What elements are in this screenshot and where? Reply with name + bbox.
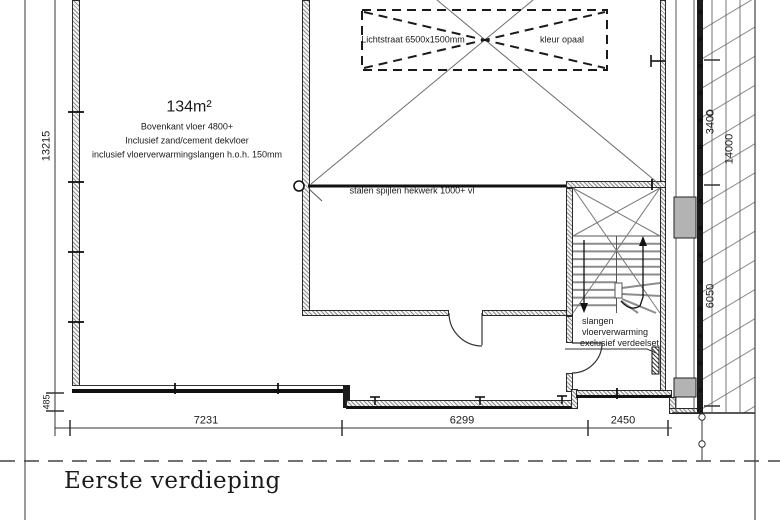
dim-left-step: 485 (41, 394, 52, 410)
wall-joint-ticks (68, 111, 653, 399)
room-area-label: 134m² (166, 98, 212, 116)
boundary-markers (698, 109, 714, 460)
room-note-2: Inclusief zand/cement dekvloer (125, 135, 249, 146)
grey-block-lower (673, 377, 697, 398)
wall-stairwell-top (566, 181, 666, 188)
heating-note-line1: slangen (582, 316, 614, 326)
void-cross-lines (310, 0, 660, 185)
dimension-lines (24, 0, 756, 520)
dim-right-bottom: 6050 (704, 283, 717, 309)
dim-right-overall: 14000 (723, 133, 736, 165)
railing-label: stalen spijlen hekwerk 1000+ vl (349, 185, 475, 196)
door-understair (571, 342, 603, 374)
heating-note-line3: exclusief verdeelset (580, 338, 660, 348)
dim-bottom-right: 2450 (610, 414, 636, 427)
wall-neighbour (697, 0, 703, 413)
railing-column (293, 180, 305, 192)
dim-bottom-middle: 6299 (449, 414, 475, 427)
manifold-leader-line (565, 348, 657, 354)
column-marks (370, 55, 665, 405)
manifold-verdeelset (651, 346, 660, 375)
staircase (572, 187, 661, 314)
skylight-label: Lichtstraat 6500x1500mm (361, 34, 465, 45)
wall-bottom-step1 (343, 385, 350, 408)
stair-void-cross (572, 187, 661, 314)
wall-bottom-step2 (571, 389, 578, 409)
dim-bottom-left: 7231 (193, 414, 219, 427)
boundary-dots (698, 9, 703, 393)
skylight-color-note: kleur opaal (539, 34, 585, 45)
sheet-title: Eerste verdieping (64, 468, 281, 494)
wall-stairwell-left (566, 188, 573, 316)
wall-bottom-left (72, 385, 346, 393)
dim-left-height: 13215 (40, 130, 53, 162)
wall-stairwell-left-stub-upper (566, 316, 573, 343)
wall-stairwell-left-stub-lower (566, 373, 573, 392)
grey-block-upper (673, 196, 697, 239)
room-note-3: inclusief vloerverwarmingslangen h.o.h. … (91, 149, 283, 160)
door-corridor (448, 312, 483, 347)
room-note-1: Bovenkant vloer 4800+ (140, 121, 234, 132)
stair-newel (614, 282, 623, 299)
stair-direction-arrows (583, 240, 644, 309)
skylight-outline (361, 9, 608, 71)
dim-right-top: 3400 (704, 109, 717, 135)
railing-end-brace (308, 188, 323, 202)
heating-note-line2: vloerverwarming (582, 327, 649, 337)
neighbour-hatch-region (672, 0, 755, 414)
wall-bottom-right (576, 390, 672, 398)
